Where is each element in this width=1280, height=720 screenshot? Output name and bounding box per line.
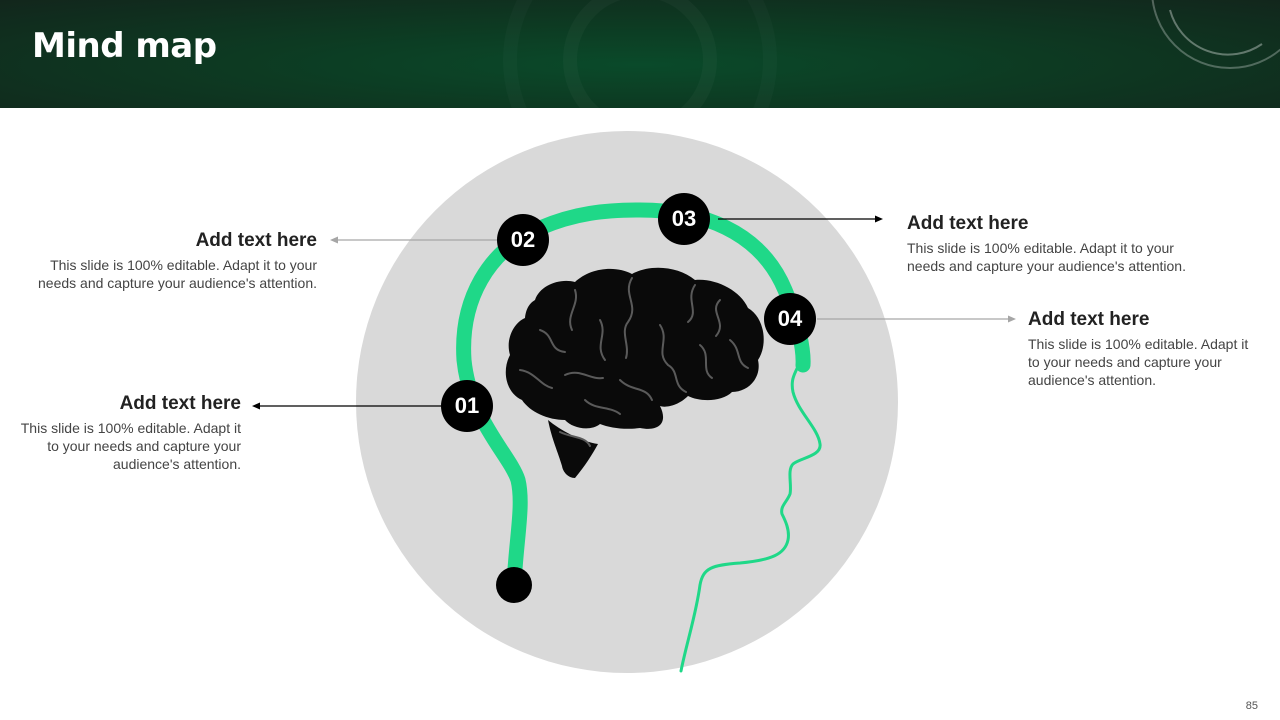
head-silhouette-icon	[679, 358, 822, 673]
callout-heading: Add text here	[119, 393, 241, 414]
marker-03: 03	[658, 193, 710, 245]
connector-02	[330, 236, 497, 244]
callout-body: This slide is 100% editable. Adapt it to…	[38, 257, 317, 291]
callout-heading: Add text here	[1028, 309, 1150, 330]
brain-icon	[505, 267, 764, 478]
slide-number: 85	[1245, 700, 1258, 712]
slide-header: Mind map	[0, 0, 1280, 108]
header-decoration	[1151, 0, 1280, 69]
callout-body: This slide is 100% editable. Adapt it to…	[20, 420, 241, 472]
marker-01: 01	[441, 380, 493, 432]
callout-body: This slide is 100% editable. Adapt it to…	[907, 240, 1186, 274]
page-title: Mind map	[32, 26, 217, 66]
callout-heading: Add text here	[195, 230, 317, 251]
path-start-dot	[496, 567, 532, 603]
connector-03	[718, 215, 883, 223]
callout-body: This slide is 100% editable. Adapt it to…	[1028, 336, 1249, 388]
marker-02: 02	[497, 214, 549, 266]
connector-04	[817, 315, 1016, 323]
callout-03: Add text here This slide is 100% editabl…	[907, 213, 1207, 275]
callout-02: Add text here This slide is 100% editabl…	[20, 230, 317, 292]
callout-heading: Add text here	[907, 213, 1029, 234]
connector-01	[252, 402, 441, 410]
callout-01: Add text here This slide is 100% editabl…	[20, 393, 241, 473]
callout-04: Add text here This slide is 100% editabl…	[1028, 309, 1254, 389]
marker-04: 04	[764, 293, 816, 345]
